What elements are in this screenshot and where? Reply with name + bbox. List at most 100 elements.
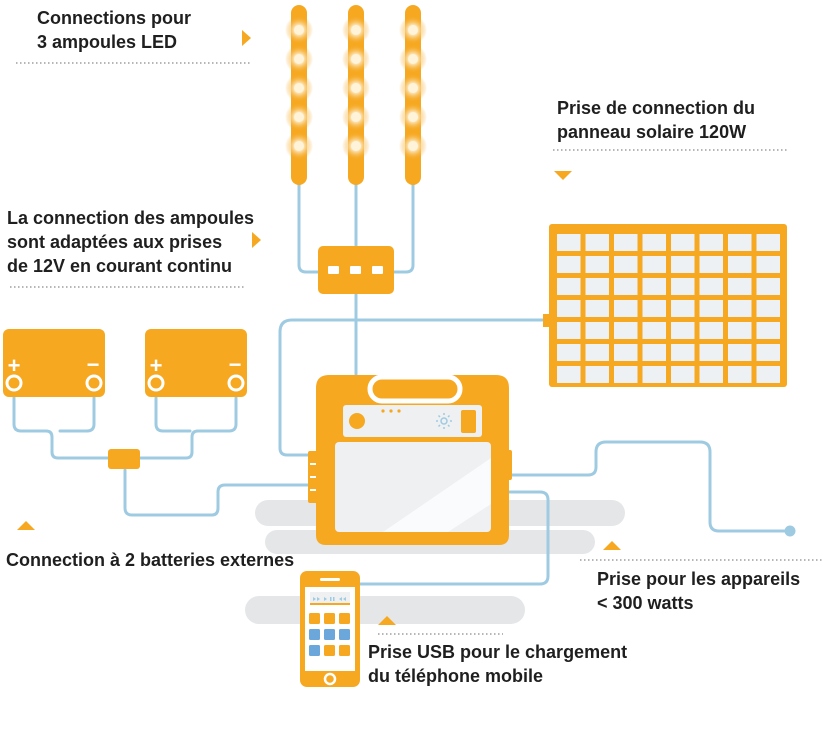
junction-box-icon (318, 246, 394, 294)
solar-panel-icon (543, 224, 787, 387)
solar-cell (728, 278, 752, 295)
solar-cell (699, 234, 723, 251)
solar-cell (614, 344, 638, 361)
solar-cell (728, 234, 752, 251)
solar-cell (585, 278, 609, 295)
label-line: panneau solaire 120W (557, 122, 747, 142)
led-bulbs (285, 16, 427, 160)
solar-cell (756, 234, 780, 251)
solar-cell (642, 300, 666, 317)
led-bulb (351, 83, 361, 93)
solar-cell (699, 322, 723, 339)
led-bulb (351, 112, 361, 122)
solar-cell (585, 366, 609, 383)
solar-cell (642, 234, 666, 251)
batteries-label: Connection à 2 batteries externes (6, 548, 294, 572)
bulbs-12v-label: La connection des ampoules sont adaptées… (7, 206, 254, 278)
solar-cell (642, 278, 666, 295)
solar-cell (557, 300, 581, 317)
led-bulb (294, 112, 304, 122)
battery-positive-label: + (8, 353, 21, 378)
led-bulb (294, 83, 304, 93)
solar-cell (756, 322, 780, 339)
solar-cell (728, 366, 752, 383)
solar-cell (642, 366, 666, 383)
led-bulb (351, 141, 361, 151)
solar-cell (557, 256, 581, 273)
label-line: Prise pour les appareils (597, 569, 801, 589)
appliance-plug-end (784, 525, 796, 537)
cables (12, 178, 792, 586)
triangle-pointer-icon (17, 30, 621, 625)
solar-cell (614, 278, 638, 295)
solar-connection-label: Prise de connection du panneau solaire 1… (557, 96, 755, 144)
solar-cell (671, 366, 695, 383)
label-line: 3 ampoules LED (37, 32, 178, 52)
solar-cell (671, 234, 695, 251)
solar-cell (699, 278, 723, 295)
appliances-label: Prise pour les appareils < 300 watts (597, 567, 800, 615)
solar-cell (614, 234, 638, 251)
solar-cell (557, 322, 581, 339)
led-bulb (294, 141, 304, 151)
solar-cell (585, 322, 609, 339)
battery-icon: + − (3, 329, 105, 397)
solar-cell (699, 256, 723, 273)
solar-cell (671, 256, 695, 273)
label-line: Prise USB pour le chargement (368, 642, 628, 662)
solar-cell (728, 344, 752, 361)
solar-cell (756, 300, 780, 317)
solar-cell (585, 344, 609, 361)
solar-cell (614, 300, 638, 317)
solar-cell (642, 256, 666, 273)
label-line: Prise de connection du (557, 98, 756, 118)
solar-cell (671, 300, 695, 317)
led-bulb (408, 25, 418, 35)
led-bulb (351, 25, 361, 35)
solar-cell (642, 344, 666, 361)
solar-cell (614, 322, 638, 339)
solar-cell (699, 344, 723, 361)
led-bulb (408, 141, 418, 151)
solar-cell (642, 322, 666, 339)
power-station-icon (308, 374, 512, 545)
solar-cell (557, 366, 581, 383)
solar-cell (585, 256, 609, 273)
label-line: Connection à 2 batteries externes (6, 550, 295, 570)
solar-cell (756, 278, 780, 295)
led-bulb (294, 25, 304, 35)
battery-icon: + − (145, 329, 247, 397)
solar-cell (728, 300, 752, 317)
label-line: sont adaptées aux prises (7, 232, 223, 252)
label-line: Connections pour (37, 8, 191, 28)
label-line: de 12V en courant continu (7, 256, 233, 276)
solar-cell (557, 344, 581, 361)
usb-label: Prise USB pour le chargement du téléphon… (368, 640, 627, 688)
led-bulb (294, 54, 304, 64)
led-bulb (408, 54, 418, 64)
solar-cell (699, 366, 723, 383)
solar-cell (671, 322, 695, 339)
led-bulb (408, 83, 418, 93)
label-underlines (10, 62, 822, 635)
label-line: La connection des ampoules (7, 208, 255, 228)
led-connections-label: Connections pour 3 ampoules LED (37, 6, 191, 54)
solar-cell (557, 234, 581, 251)
smartphone-icon (300, 571, 360, 687)
solar-cell (614, 366, 638, 383)
led-bulb (408, 112, 418, 122)
battery-negative-label: − (87, 352, 100, 377)
solar-cell (756, 366, 780, 383)
label-line: du téléphone mobile (368, 666, 544, 686)
solar-cell (728, 256, 752, 273)
sun-indicator-icon (436, 413, 452, 429)
solar-cell (585, 234, 609, 251)
battery-negative-label: − (229, 352, 242, 377)
solar-cell (614, 256, 638, 273)
solar-cell (756, 256, 780, 273)
label-line: < 300 watts (597, 593, 694, 613)
battery-positive-label: + (150, 353, 163, 378)
solar-cell (728, 322, 752, 339)
solar-cell (756, 344, 780, 361)
